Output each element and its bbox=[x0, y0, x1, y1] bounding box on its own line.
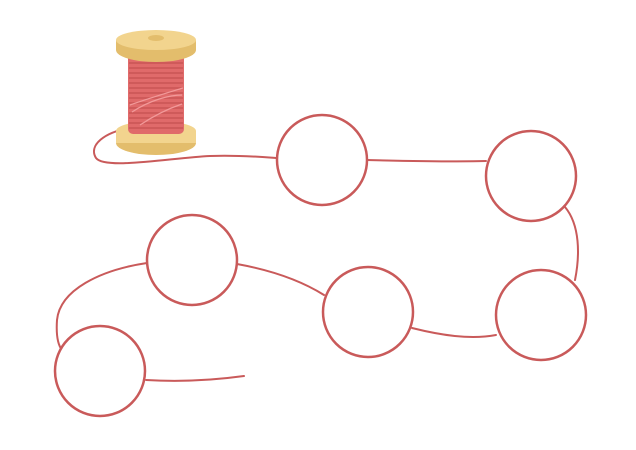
circle-slot-4[interactable] bbox=[321, 265, 415, 359]
circle-slot-2[interactable] bbox=[484, 129, 578, 223]
circle-slot-6[interactable] bbox=[53, 324, 147, 418]
thread-spool-icon bbox=[116, 30, 196, 155]
thread-line bbox=[55, 127, 579, 382]
circle-slot-1[interactable] bbox=[275, 113, 369, 207]
circle-slot-5[interactable] bbox=[494, 268, 588, 362]
circle-slot-3[interactable] bbox=[145, 213, 239, 307]
